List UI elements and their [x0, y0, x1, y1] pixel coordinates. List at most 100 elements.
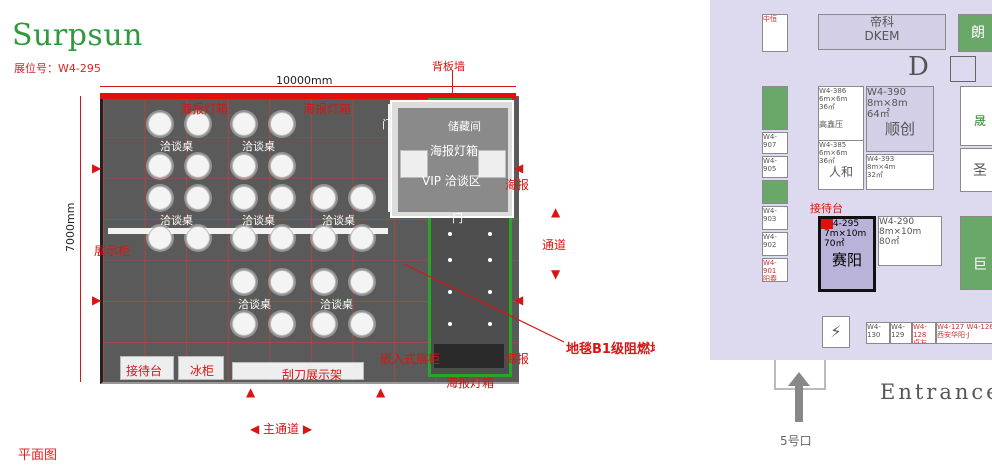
poster-label-1: 海报: [505, 178, 530, 192]
chair-circle: [270, 312, 294, 336]
chair-circle: [270, 112, 294, 136]
map-side-label-907: W4-907: [763, 133, 777, 149]
map-right-label-sheng2: 圣: [973, 163, 987, 179]
map-gate-label: 5号口: [780, 434, 812, 448]
embedded-cabinet: [434, 344, 504, 368]
map-booth-w4-902: W4-902: [762, 232, 788, 256]
map-385-area: 36㎡: [819, 157, 835, 165]
map-385-name: 人和: [828, 165, 853, 179]
razor-shelf-label: 刮刀展示架: [282, 368, 343, 382]
map-reception-label: 接待台: [810, 202, 843, 215]
map-295-id: W4-295: [824, 219, 860, 229]
display-light-dot: [448, 232, 452, 236]
map-booth-dkem: 帝科 DKEM: [818, 14, 946, 50]
map-booth-right-1: 晟: [960, 86, 992, 146]
table-label-6: 洽谈桌: [238, 298, 271, 311]
reception-counter: [120, 356, 174, 380]
map-booth-green-1: [762, 86, 788, 130]
map-386-size: 6m×6m: [819, 95, 848, 103]
display-light-dot: [448, 322, 452, 326]
map-390-size: 8m×8m: [867, 98, 908, 109]
map-booth-right-2: 圣: [960, 148, 992, 192]
map-side-label-yangchun: 阳春: [763, 275, 777, 282]
map-385-id: W4-385: [819, 141, 847, 149]
display-light-dot: [488, 232, 492, 236]
lightbox-label-3: 海报灯箱: [430, 144, 479, 158]
map-x-box: [950, 56, 976, 82]
entry-arrow-left-2: ▶: [92, 293, 102, 307]
aisle-arrow-up: ▲: [551, 205, 561, 219]
map-booth-w4-907: W4-907: [762, 132, 788, 154]
map-386-name: 高鑫压: [819, 120, 843, 129]
map-bottom-label-127: W4-127: [937, 323, 965, 331]
chair-circle: [270, 186, 294, 210]
map-393-area: 32㎡: [867, 171, 883, 179]
map-290-area: 80㎡: [879, 237, 900, 247]
map-390-id: W4-390: [867, 87, 906, 98]
map-bottom-label-xian: 西安华阳·J: [937, 331, 970, 339]
chair-circle: [232, 226, 256, 250]
display-light-dot: [488, 322, 492, 326]
map-booth-w4-390: W4-390 8m×8m 64㎡ 顺创: [866, 86, 934, 152]
chair-circle: [186, 186, 210, 210]
map-bottom-label-129: W4-129: [891, 323, 905, 339]
carpet-note: 地毯B1级阻燃地毯: [566, 342, 676, 357]
chair-circle: [312, 312, 336, 336]
chair-circle: [148, 112, 172, 136]
chair-circle: [270, 270, 294, 294]
reception-label: 接待台: [126, 364, 163, 378]
map-393-id: W4-393: [867, 155, 895, 163]
main-aisle-text: 主通道: [263, 422, 300, 436]
vip-sofa-left: [400, 150, 428, 178]
chair-circle: [232, 312, 256, 336]
aisle-arrow-down: ▼: [551, 267, 561, 281]
door-label-2: 门: [452, 212, 463, 225]
main-aisle-label: ◀ 主通道 ▶: [250, 420, 312, 437]
door-label-1: 门: [382, 118, 393, 131]
map-right-label-lang: 朗: [971, 25, 985, 41]
carpet-pointer: [403, 263, 565, 343]
map-booth-lang: 朗: [958, 14, 992, 52]
map-side-label-902: W4-902: [763, 233, 777, 249]
map-booth-w4-393: W4-393 8m×4m 32㎡: [866, 154, 934, 190]
map-booth-w4-903: W4-903: [762, 206, 788, 230]
fridge-unit: [178, 356, 224, 380]
map-zone-letter: D: [908, 52, 929, 82]
map-booth-right-3: 巨: [960, 216, 992, 290]
brand-logo: Surpsun: [12, 18, 143, 53]
map-dkem-en: DKEM: [864, 29, 900, 43]
map-295-name: 赛阳: [831, 251, 862, 269]
width-dimension-line: [100, 86, 516, 87]
table-label-2: 洽谈桌: [242, 140, 275, 153]
lightbox-label-1: 海报灯箱: [180, 102, 229, 116]
poster-label-2: 海报: [505, 352, 530, 366]
lightbox-label-4: 海报灯箱: [446, 376, 495, 390]
map-booth-w4-905: W4-905: [762, 156, 788, 178]
back-wall-pointer: [452, 70, 453, 94]
map-bottom-label-128: W4-128: [913, 323, 927, 339]
map-side-label-905: W4-905: [763, 157, 777, 173]
display-light-dot: [488, 258, 492, 262]
display-light-dot: [448, 258, 452, 262]
map-booth-w4-290: W4-290 8m×10m 80㎡: [878, 216, 942, 266]
display-light-dot: [448, 290, 452, 294]
map-booth-green-2: [762, 180, 788, 204]
back-wall: [100, 93, 516, 99]
vip-area-label: VIP 洽谈区: [422, 174, 481, 188]
display-light-dot: [488, 290, 492, 294]
map-386-area: 36㎡: [819, 103, 835, 111]
map-entrance-label: Entrance: [880, 380, 992, 404]
booth-number: 展位号：W4-295: [14, 62, 101, 75]
map-electric-icon: ⚡: [822, 316, 850, 348]
storage-label: 储藏间: [448, 120, 481, 133]
fridge-label: 冰柜: [190, 364, 215, 378]
map-290-size: 8m×10m: [879, 227, 922, 237]
chair-circle: [148, 186, 172, 210]
map-gate-arrow-head: [788, 372, 810, 386]
chair-circle: [270, 226, 294, 250]
chair-circle: [232, 112, 256, 136]
chair-circle: [232, 270, 256, 294]
table-label-4: 洽谈桌: [242, 214, 275, 227]
map-dkem-cn: 帝科: [869, 15, 894, 29]
map-290-id: W4-290: [879, 217, 915, 227]
